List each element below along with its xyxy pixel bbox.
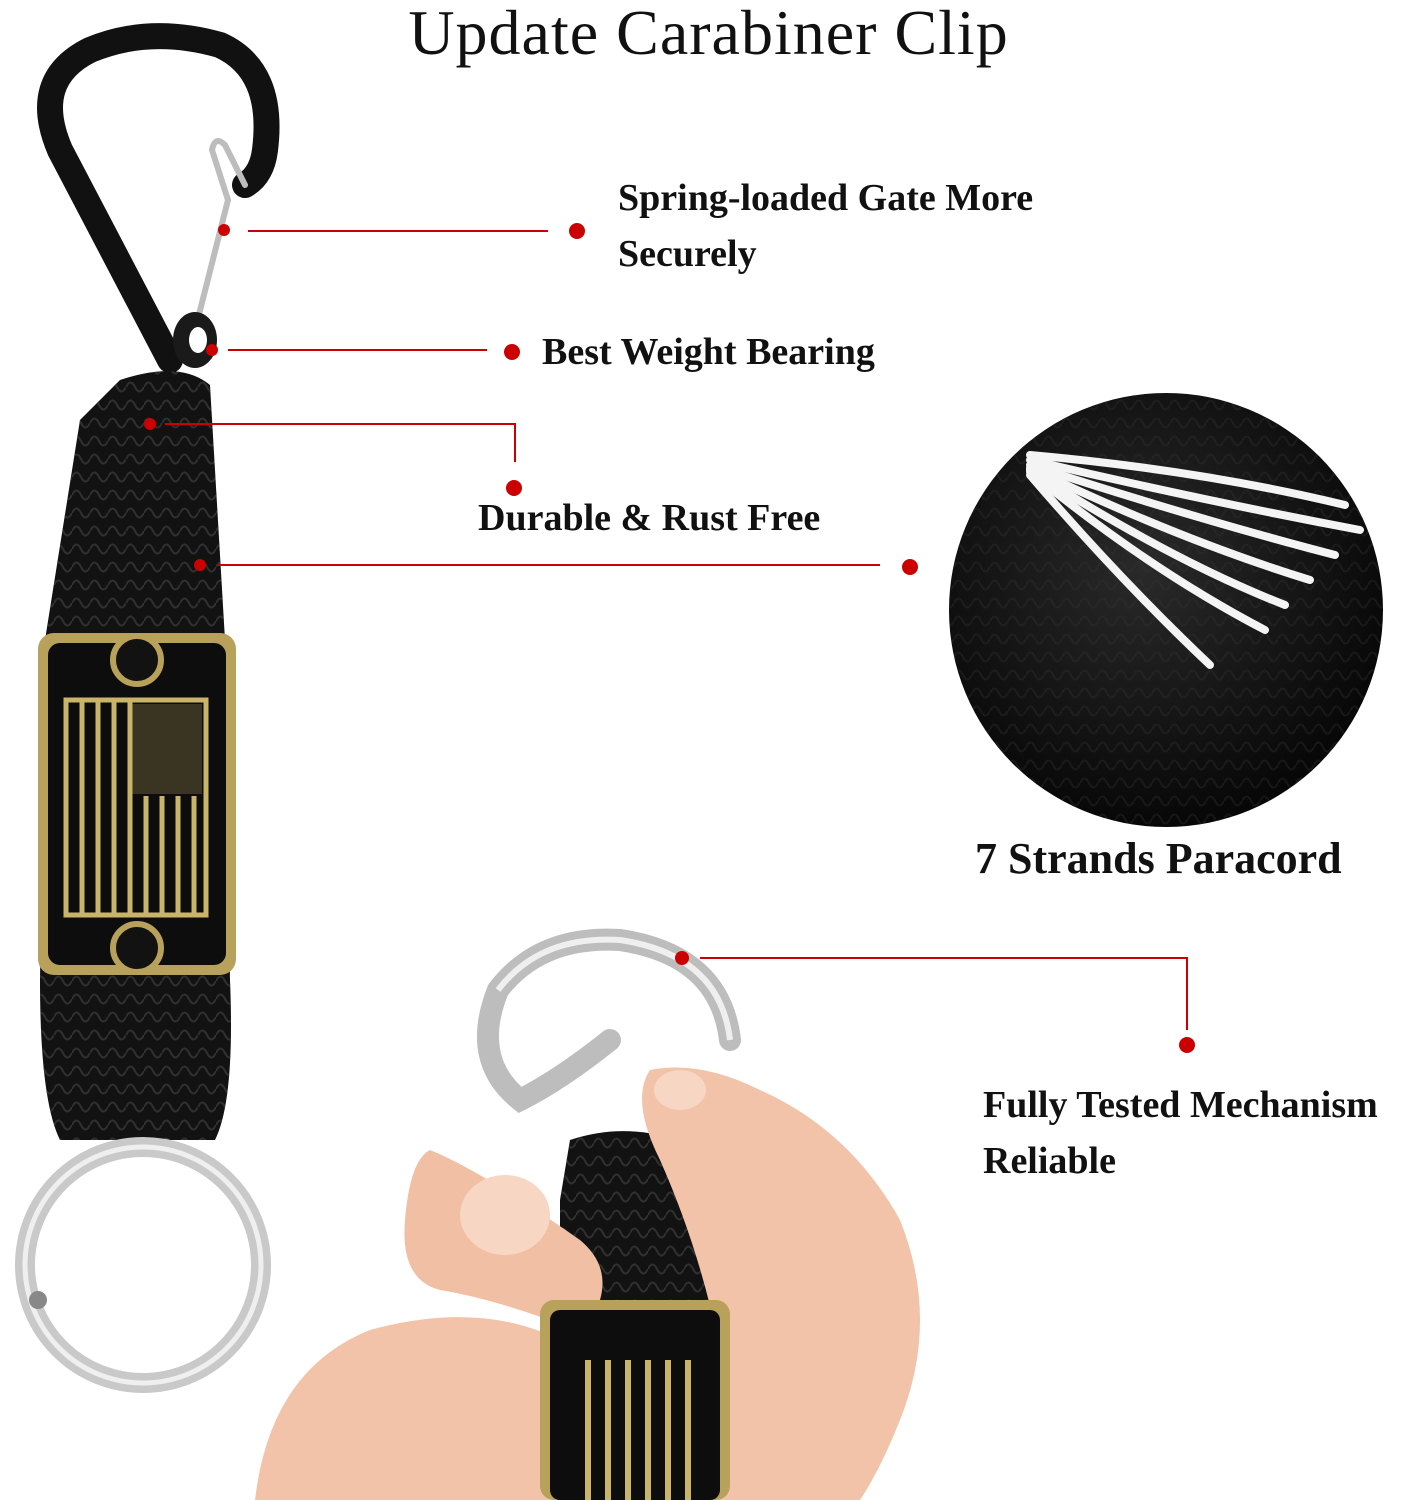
callout-lines: [165, 230, 1188, 1030]
paracord-zoom-view: [949, 393, 1383, 827]
feature-label-mechanism: Fully Tested Mechanism Reliable: [983, 1077, 1378, 1189]
feature-label-gate: Spring-loaded Gate More Securely: [618, 170, 1033, 282]
carabiner-hook: [37, 23, 280, 373]
keychain-left: [15, 23, 280, 1393]
spring-gate: [187, 138, 248, 353]
feature-gate-line2: Securely: [618, 233, 757, 275]
feature-gate-line1: Spring-loaded Gate More: [618, 177, 1034, 219]
page-title: Update Carabiner Clip: [408, 0, 1009, 68]
hand-with-keychain: [255, 928, 920, 1500]
feature-label-strands: 7 Strands Paracord: [975, 834, 1342, 883]
feature-mechanism-line2: Reliable: [983, 1140, 1116, 1182]
flag-tag: [38, 633, 236, 975]
callout-line-durable: [165, 423, 516, 462]
feature-label-weight: Best Weight Bearing: [542, 331, 875, 373]
callout-dots: [144, 223, 1195, 1053]
callout-line-mechanism: [700, 957, 1188, 1030]
feature-mechanism-line1: Fully Tested Mechanism: [983, 1084, 1378, 1126]
feature-label-durable: Durable & Rust Free: [478, 497, 821, 539]
